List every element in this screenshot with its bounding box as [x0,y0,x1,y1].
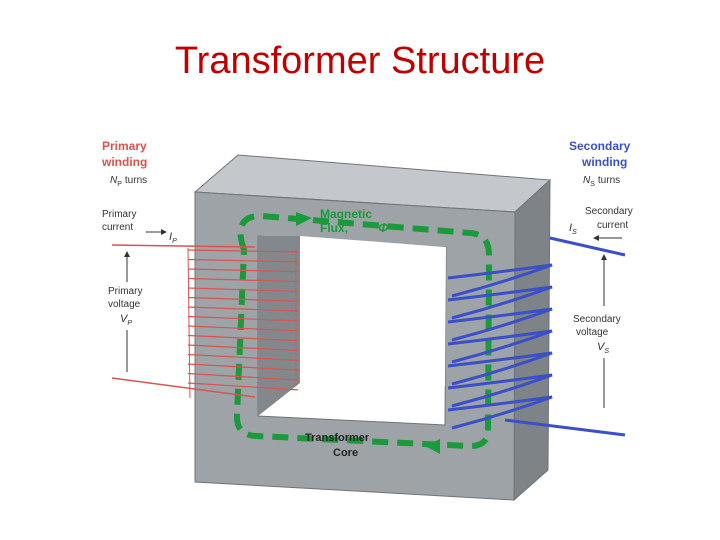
primary-coil-turn [187,287,299,292]
primary-current-label: Primary [102,209,136,220]
core-label-line1: Transformer [305,432,370,444]
primary-voltage-sub: P [127,320,132,327]
flux-arrow-bottom [425,439,440,454]
primary-winding-coils [187,247,299,399]
magnetic-flux-path [233,212,493,454]
secondary-coil-turn [447,329,553,364]
primary-voltage-v: V [120,313,129,325]
flux-loop [233,212,493,450]
core-right-face [513,178,551,502]
primary-turns-sub: P [117,181,122,188]
primary-current-i: I [169,231,172,243]
primary-coil-turn [187,325,299,332]
primary-coil-turn [187,344,299,352]
secondary-winding-heading: Secondary [569,139,631,153]
flux-arrow-top [296,212,312,226]
secondary-current-symbol: IS [569,222,577,236]
flux-label-line2: Flux, [320,221,348,235]
secondary-winding-heading-2: winding [581,155,627,169]
primary-coil-turn [187,315,299,322]
secondary-current-label: Secondary [585,206,633,217]
transformer-core [193,154,552,502]
secondary-current-label-2: current [597,220,628,231]
core-window-opening [300,236,446,386]
primary-lead-bottom [111,377,256,398]
primary-voltage-symbol: VP [120,313,132,327]
primary-coil-turn [187,353,299,361]
primary-coil-edge [187,247,191,399]
secondary-voltage-label-2: voltage [576,327,609,338]
secondary-voltage-symbol: VS [597,341,609,355]
primary-voltage-label-2: voltage [108,299,141,310]
primary-current-symbol: IP [169,231,177,245]
primary-coil-turn [187,306,299,312]
secondary-voltage-sub: S [604,348,609,355]
primary-coil-turn [187,382,299,391]
secondary-current-sub: S [572,229,577,236]
secondary-coil-turn [447,285,553,320]
secondary-turns-symbol: N [583,175,591,186]
secondary-leads [504,236,626,437]
primary-coil-turn [187,372,299,381]
secondary-coil-turn [447,351,553,386]
primary-current-label-2: current [102,222,133,233]
secondary-lead-bottom [504,418,626,437]
primary-coil-turn [187,258,299,263]
primary-winding-heading: Primary [102,139,147,153]
secondary-coil-turn [447,263,553,298]
primary-coil-turn [187,249,299,253]
primary-coil-turn [187,363,299,371]
primary-coil-turn [187,334,299,342]
primary-current-sub: P [172,238,177,245]
secondary-lead-top [549,236,626,257]
secondary-current-i: I [569,222,572,234]
primary-winding-heading-2: winding [101,155,147,169]
secondary-coil-turn [447,395,553,430]
flux-symbol: Φ [378,220,389,235]
flux-label-line1: Magnetic [320,207,372,221]
secondary-coil-turn [447,373,553,408]
primary-coil-turn [187,268,299,273]
core-label: Transformer Core [305,432,370,459]
slide-title: Transformer Structure [174,40,546,82]
primary-turns-word: turns [125,175,147,186]
flux-label: Magnetic Flux, Φ [320,207,389,235]
core-label-line2: Core [333,447,358,459]
primary-coil-turn [187,277,299,283]
secondary-winding-coils [447,263,553,430]
secondary-turns-word: turns [598,175,620,186]
primary-voltage-label: Primary [108,286,142,297]
secondary-voltage-v: V [597,341,606,353]
secondary-coil-turn [447,307,553,342]
primary-coil-turn [187,296,299,302]
primary-leads [111,244,256,398]
primary-turns-symbol: N [110,175,118,186]
primary-lead-top [111,244,256,248]
secondary-voltage-label: Secondary [573,314,621,325]
secondary-turns-sub: S [590,181,595,188]
